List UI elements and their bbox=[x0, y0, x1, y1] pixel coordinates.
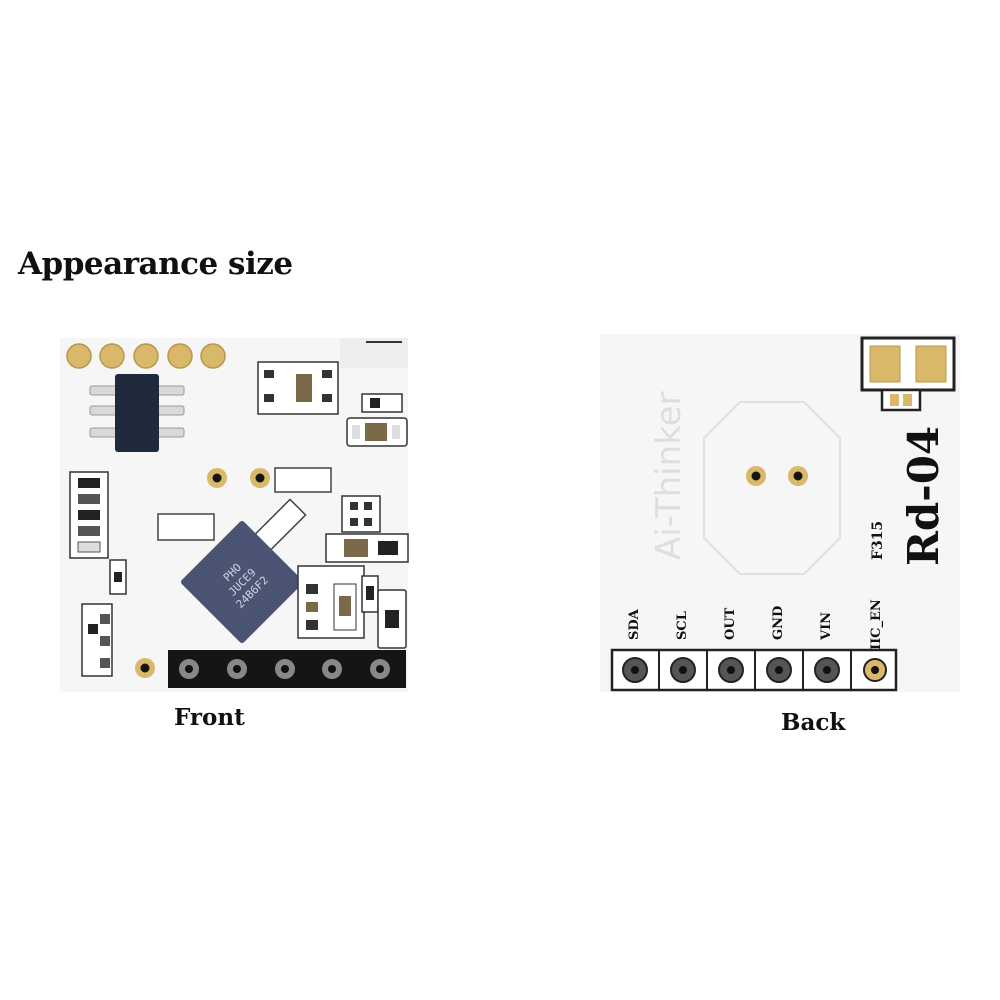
back-corner-pads bbox=[860, 336, 956, 412]
chip-leg bbox=[155, 427, 185, 438]
front-smd-cluster-right bbox=[81, 495, 409, 677]
front-soic-chip bbox=[89, 374, 185, 452]
chip-body bbox=[115, 374, 159, 452]
gold-pad bbox=[167, 343, 193, 369]
revision-label: F315 bbox=[870, 521, 886, 560]
chip-leg bbox=[89, 405, 119, 416]
pin-label-iic-en: IIC_EN bbox=[869, 599, 884, 650]
page-heading: Appearance size bbox=[18, 246, 293, 282]
brand-name: Ai-Thinker bbox=[649, 391, 689, 560]
antenna-octagon bbox=[703, 401, 841, 575]
gold-pad bbox=[133, 343, 159, 369]
gold-pad bbox=[99, 343, 125, 369]
front-radar-chip: PHO JUCE9 24B6F2 bbox=[181, 521, 303, 643]
front-top-pads bbox=[66, 343, 226, 369]
front-outlined-components bbox=[157, 467, 332, 556]
model-name: Rd-04 bbox=[899, 426, 948, 566]
back-vias bbox=[746, 466, 808, 486]
pin-label-scl: SCL bbox=[675, 611, 690, 640]
front-smd-cluster-top bbox=[257, 361, 408, 447]
pin-label-vin: VIN bbox=[819, 612, 834, 641]
gold-pad bbox=[200, 343, 226, 369]
back-board-diagram: Ai-Thinker Rd-04 F315 SDA SCL OUT GND VI… bbox=[600, 334, 960, 692]
pin-label-out: OUT bbox=[723, 607, 738, 640]
pin-label-sda: SDA bbox=[627, 608, 642, 640]
chip-leg bbox=[155, 385, 185, 396]
chip-leg bbox=[89, 427, 119, 438]
front-vias bbox=[135, 468, 270, 678]
back-pin-header bbox=[610, 648, 898, 692]
chip-leg bbox=[89, 385, 119, 396]
front-pin-header bbox=[168, 650, 406, 688]
back-caption: Back bbox=[781, 709, 846, 736]
gold-pad bbox=[66, 343, 92, 369]
pin-label-gnd: GND bbox=[771, 606, 786, 640]
chip-leg bbox=[155, 405, 185, 416]
front-left-strip bbox=[69, 471, 127, 595]
front-board-diagram: PHO JUCE9 24B6F2 bbox=[60, 338, 409, 692]
back-pin-labels: SDA SCL OUT GND VIN IIC_EN bbox=[627, 599, 884, 650]
front-caption: Front bbox=[174, 704, 245, 731]
